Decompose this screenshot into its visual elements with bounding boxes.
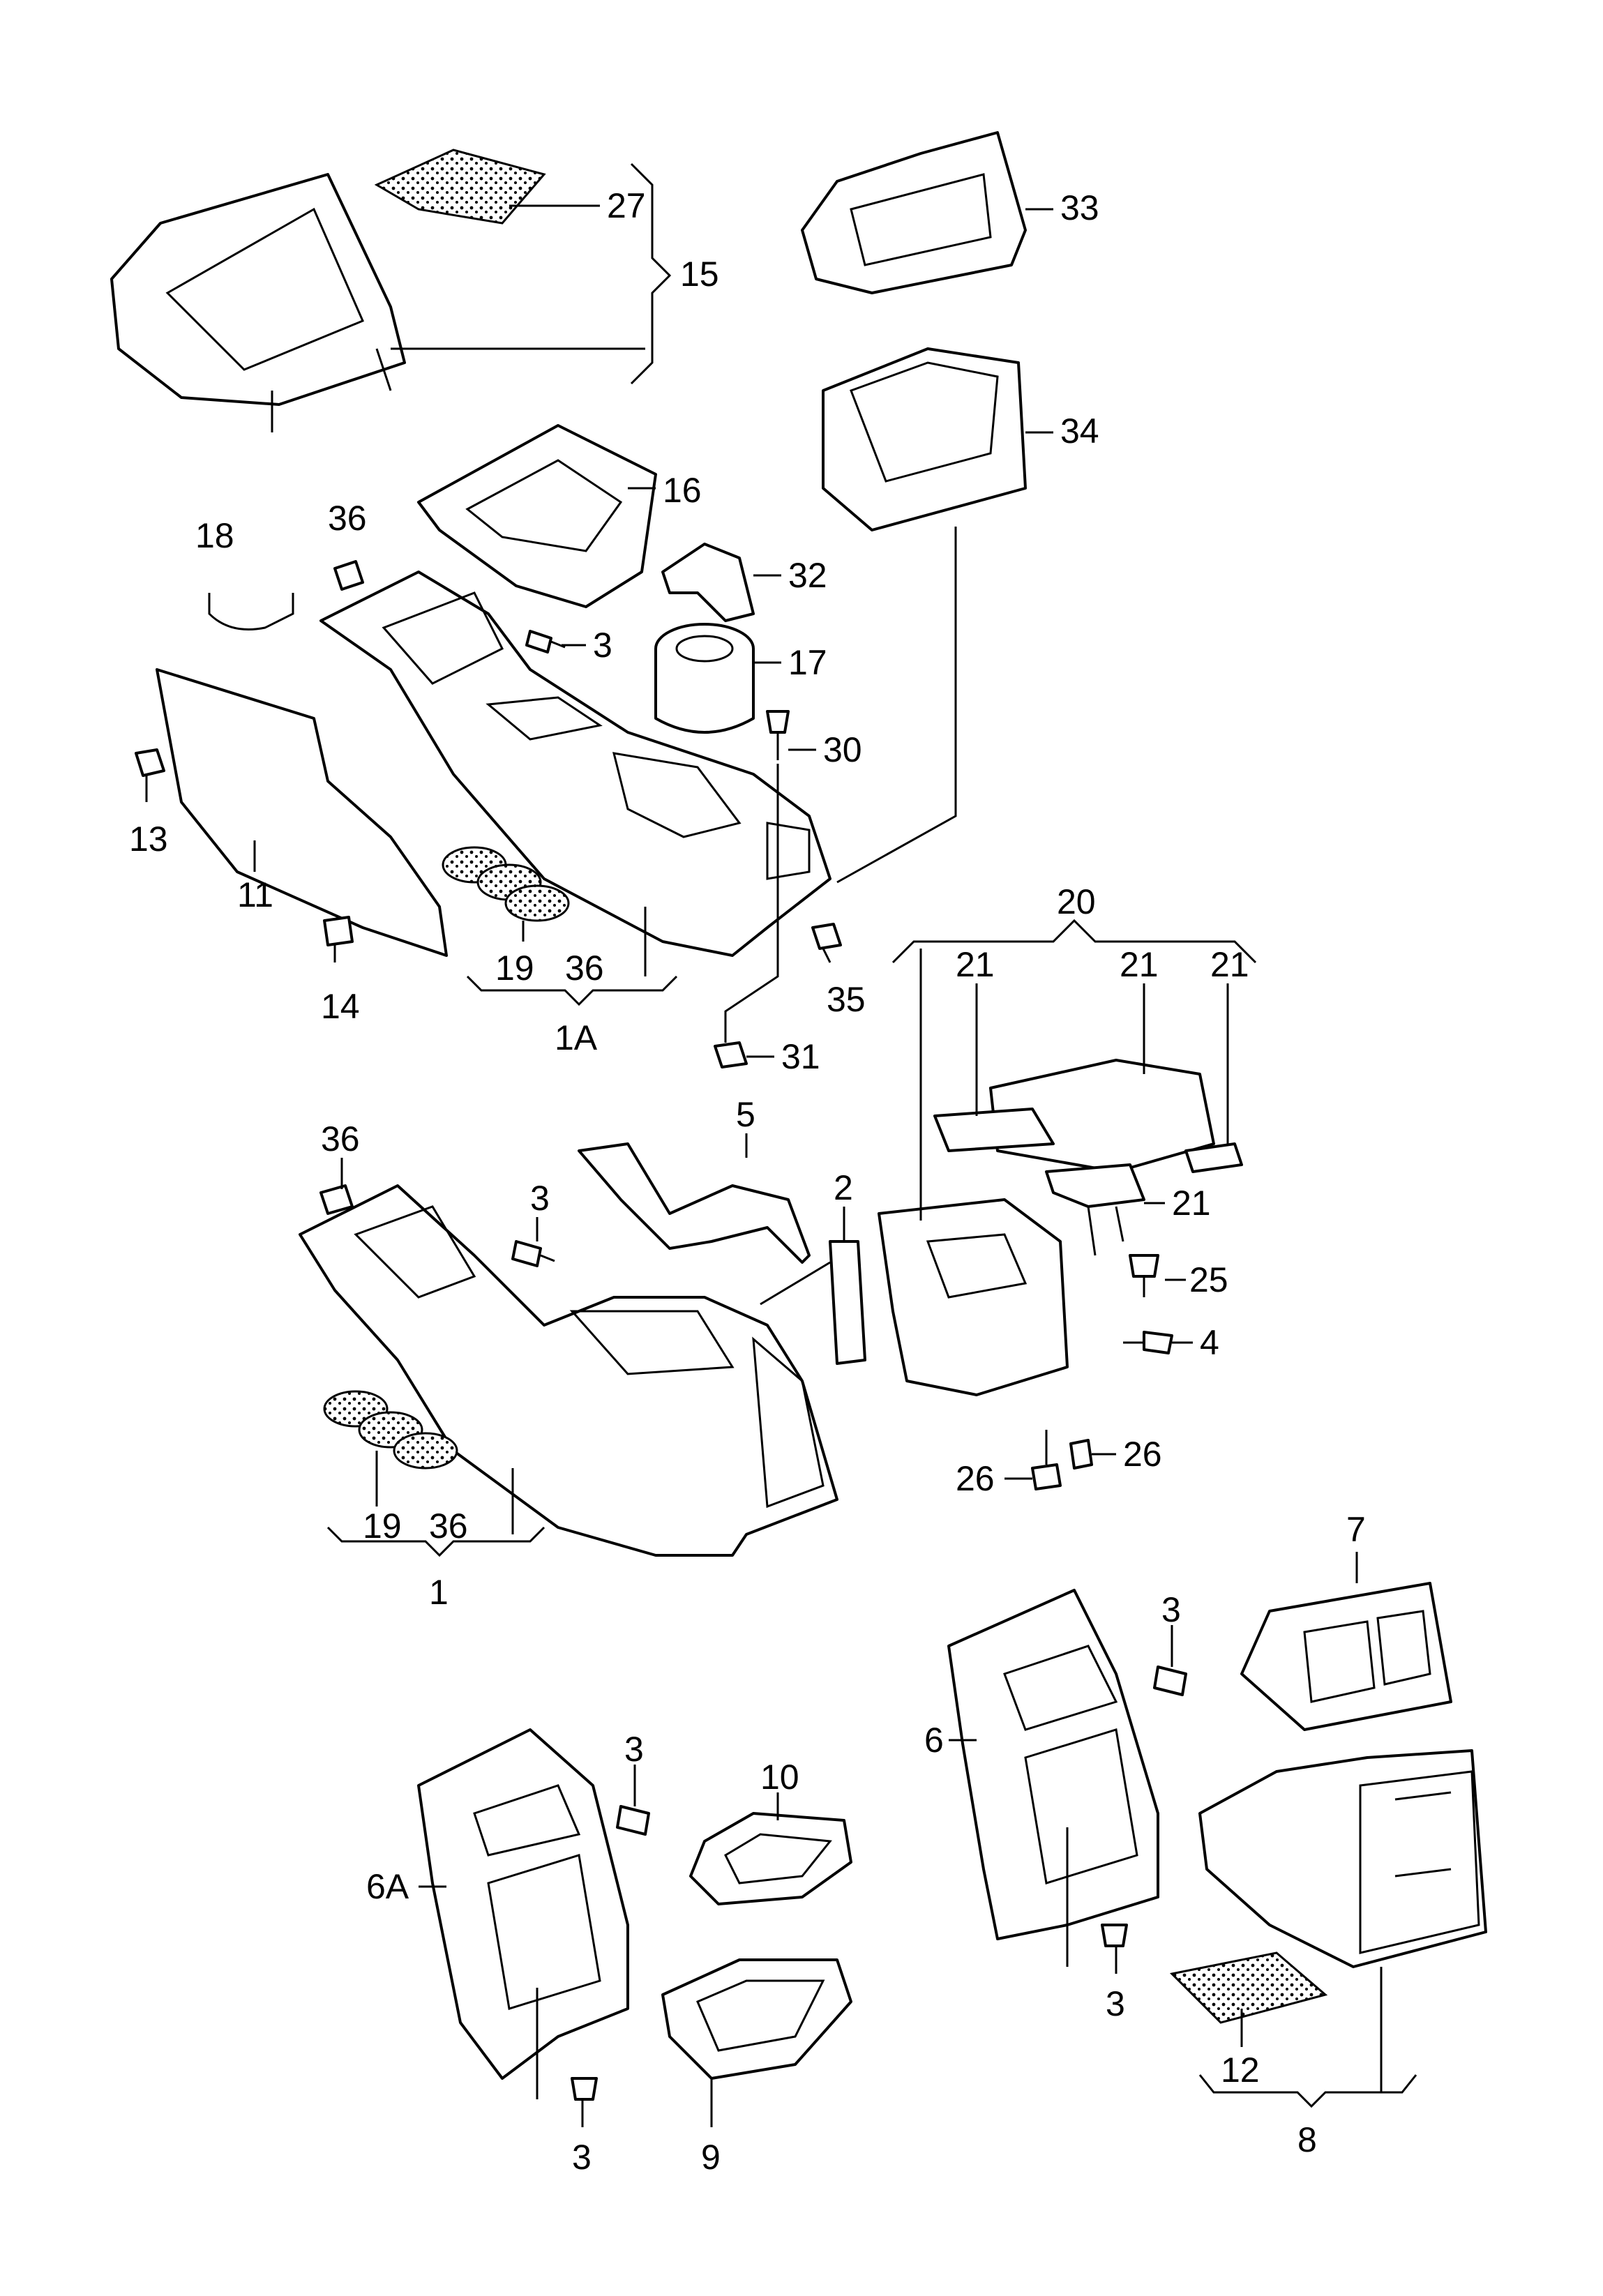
label-8: 8 — [1297, 2120, 1317, 2159]
part-3-screw-lower — [511, 1240, 555, 1267]
label-1A: 1A — [555, 1018, 598, 1057]
part-3-screw-6A-bottom — [571, 2077, 598, 2101]
label-5: 5 — [736, 1095, 755, 1134]
label-3: 3 — [624, 1730, 644, 1769]
label-33: 33 — [1060, 188, 1099, 227]
label-18: 18 — [195, 516, 234, 555]
part-19-cup-mats-upper — [442, 846, 570, 922]
label-9: 9 — [701, 2138, 721, 2177]
label-15: 15 — [680, 255, 719, 294]
label-16: 16 — [663, 471, 702, 510]
label-11: 11 — [237, 875, 273, 914]
part-33-upper-trim — [801, 131, 1027, 294]
label-17: 17 — [788, 643, 827, 682]
label-3: 3 — [1161, 1590, 1181, 1629]
part-3-screw-rear-panel-top — [1153, 1666, 1187, 1696]
callout-labels: 27 15 33 34 16 36 18 32 3 17 30 13 11 19… — [129, 186, 1366, 2177]
label-1: 1 — [429, 1573, 449, 1612]
part-21-tray — [933, 1108, 1055, 1152]
label-27: 27 — [607, 186, 646, 225]
part-15-storage-tray — [110, 173, 406, 432]
label-4: 4 — [1200, 1323, 1219, 1362]
label-36: 36 — [429, 1506, 468, 1546]
part-3-screw-rear-panel-bottom — [1101, 1924, 1128, 1947]
part-1-center-console — [299, 1184, 838, 1557]
part-9-storage-tray — [661, 1958, 852, 2080]
label-21: 21 — [1210, 945, 1249, 984]
label-2: 2 — [834, 1168, 853, 1207]
part-2-bracket — [829, 1240, 866, 1365]
label-19: 19 — [363, 1506, 402, 1546]
label-3: 3 — [530, 1179, 550, 1218]
label-34: 34 — [1060, 411, 1099, 451]
label-21: 21 — [956, 945, 995, 984]
part-17-cup-insert — [654, 623, 755, 734]
part-13-clip — [135, 748, 165, 777]
part-16-shifter-trim — [417, 424, 657, 608]
part-21-lid — [1184, 1142, 1243, 1173]
part-8-rear-compartment — [1198, 1749, 1487, 1968]
label-26: 26 — [1123, 1435, 1162, 1474]
label-13: 13 — [129, 820, 168, 859]
part-5-trim-piece — [578, 1142, 811, 1264]
label-3: 3 — [593, 626, 612, 665]
label-6A: 6A — [366, 1867, 409, 1906]
part-31-clip — [714, 1041, 748, 1068]
part-12-mat — [1169, 1951, 1328, 2024]
part-27-mat — [374, 149, 546, 225]
label-14: 14 — [321, 987, 360, 1026]
label-21: 21 — [1120, 945, 1159, 984]
part-6A-rear-panel — [417, 1728, 629, 2080]
part-3-screw-6A-top — [616, 1805, 650, 1836]
part-25-screw — [1129, 1254, 1159, 1297]
label-36: 36 — [565, 949, 604, 988]
part-36-clip-lower — [319, 1184, 354, 1215]
label-36: 36 — [321, 1119, 360, 1158]
label-35: 35 — [827, 980, 866, 1019]
part-32-cover — [661, 543, 755, 622]
label-12: 12 — [1221, 2050, 1260, 2090]
part-10-storage-insert — [689, 1812, 852, 1905]
part-19-cup-mats-lower — [323, 1390, 458, 1470]
part-26-clip-a — [1031, 1463, 1062, 1490]
part-14-clip — [323, 916, 354, 946]
part-3-screw-upper — [525, 630, 566, 654]
part-30-screw — [766, 710, 790, 760]
label-21: 21 — [1172, 1184, 1211, 1223]
part-1A-center-console — [319, 571, 831, 957]
label-25: 25 — [1189, 1260, 1228, 1299]
label-30: 30 — [823, 730, 862, 769]
part-20-armrest-base — [878, 1198, 1069, 1396]
label-3: 3 — [572, 2138, 592, 2177]
label-19: 19 — [495, 949, 534, 988]
label-6: 6 — [924, 1721, 944, 1760]
label-31: 31 — [781, 1037, 820, 1076]
label-3: 3 — [1106, 1984, 1125, 2023]
part-21-hinge — [1045, 1163, 1145, 1256]
label-32: 32 — [788, 556, 827, 595]
label-7: 7 — [1346, 1510, 1366, 1549]
part-18-bracket — [208, 593, 294, 630]
label-36: 36 — [328, 499, 367, 538]
part-26-clip-b — [1069, 1439, 1093, 1470]
part-4-screw — [1123, 1331, 1173, 1354]
label-10: 10 — [760, 1758, 799, 1797]
part-34-box-insert — [822, 347, 1027, 531]
part-7-rear-air-vent — [1240, 1582, 1452, 1731]
leader-lines — [145, 163, 1417, 2127]
part-11-side-trim — [156, 668, 448, 957]
label-20: 20 — [1057, 882, 1096, 921]
part-35-clip — [811, 923, 842, 950]
part-6-rear-panel — [947, 1589, 1159, 1940]
part-36-clip-upper — [333, 560, 364, 591]
label-26: 26 — [956, 1459, 995, 1498]
